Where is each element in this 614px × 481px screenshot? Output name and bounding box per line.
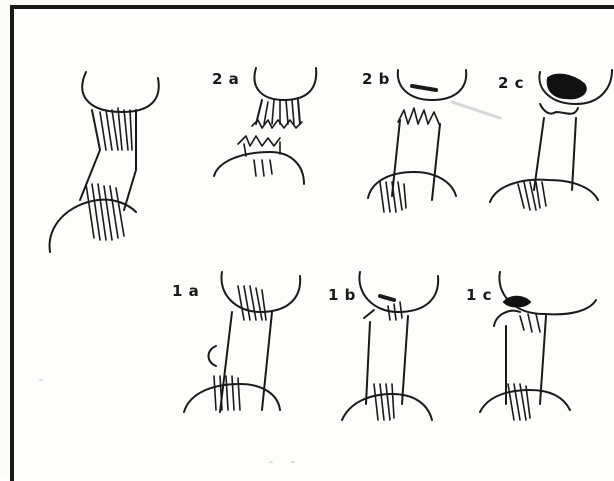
upper-bone-outline xyxy=(398,70,466,100)
panel-label-2c: 2 c xyxy=(498,74,524,92)
bone-fragment xyxy=(504,297,530,307)
panel-label-2a: 2 a xyxy=(212,70,239,88)
upper-bone-outline xyxy=(82,72,159,112)
ligament-fibers xyxy=(86,108,132,240)
panel-1a xyxy=(184,272,300,412)
panel-1b xyxy=(342,272,438,420)
panel-label-1c: 1 c xyxy=(466,286,492,304)
panel-label-1a: 1 a xyxy=(172,282,199,300)
lower-bone-outline xyxy=(214,152,304,184)
scan-specks xyxy=(40,380,294,462)
faint-smudge xyxy=(452,102,500,118)
bone-fragment xyxy=(380,296,394,300)
panel-label-1b: 1 b xyxy=(328,286,356,304)
upper-bone-outline xyxy=(359,272,438,312)
upper-bone-outline xyxy=(221,272,300,312)
ligament-left-edge xyxy=(80,110,100,200)
panel-label-2b: 2 b xyxy=(362,70,390,88)
lower-bone-outline xyxy=(480,390,570,412)
frayed-end xyxy=(398,108,440,126)
bone-fragment xyxy=(412,86,436,90)
bulge xyxy=(209,346,217,366)
upper-bone-outline xyxy=(254,68,316,100)
panel-1c xyxy=(480,272,596,420)
bone-fragment xyxy=(548,75,586,99)
upper-bone-outline xyxy=(499,272,596,314)
panel-2b xyxy=(368,70,500,212)
panel-normal xyxy=(50,72,159,252)
